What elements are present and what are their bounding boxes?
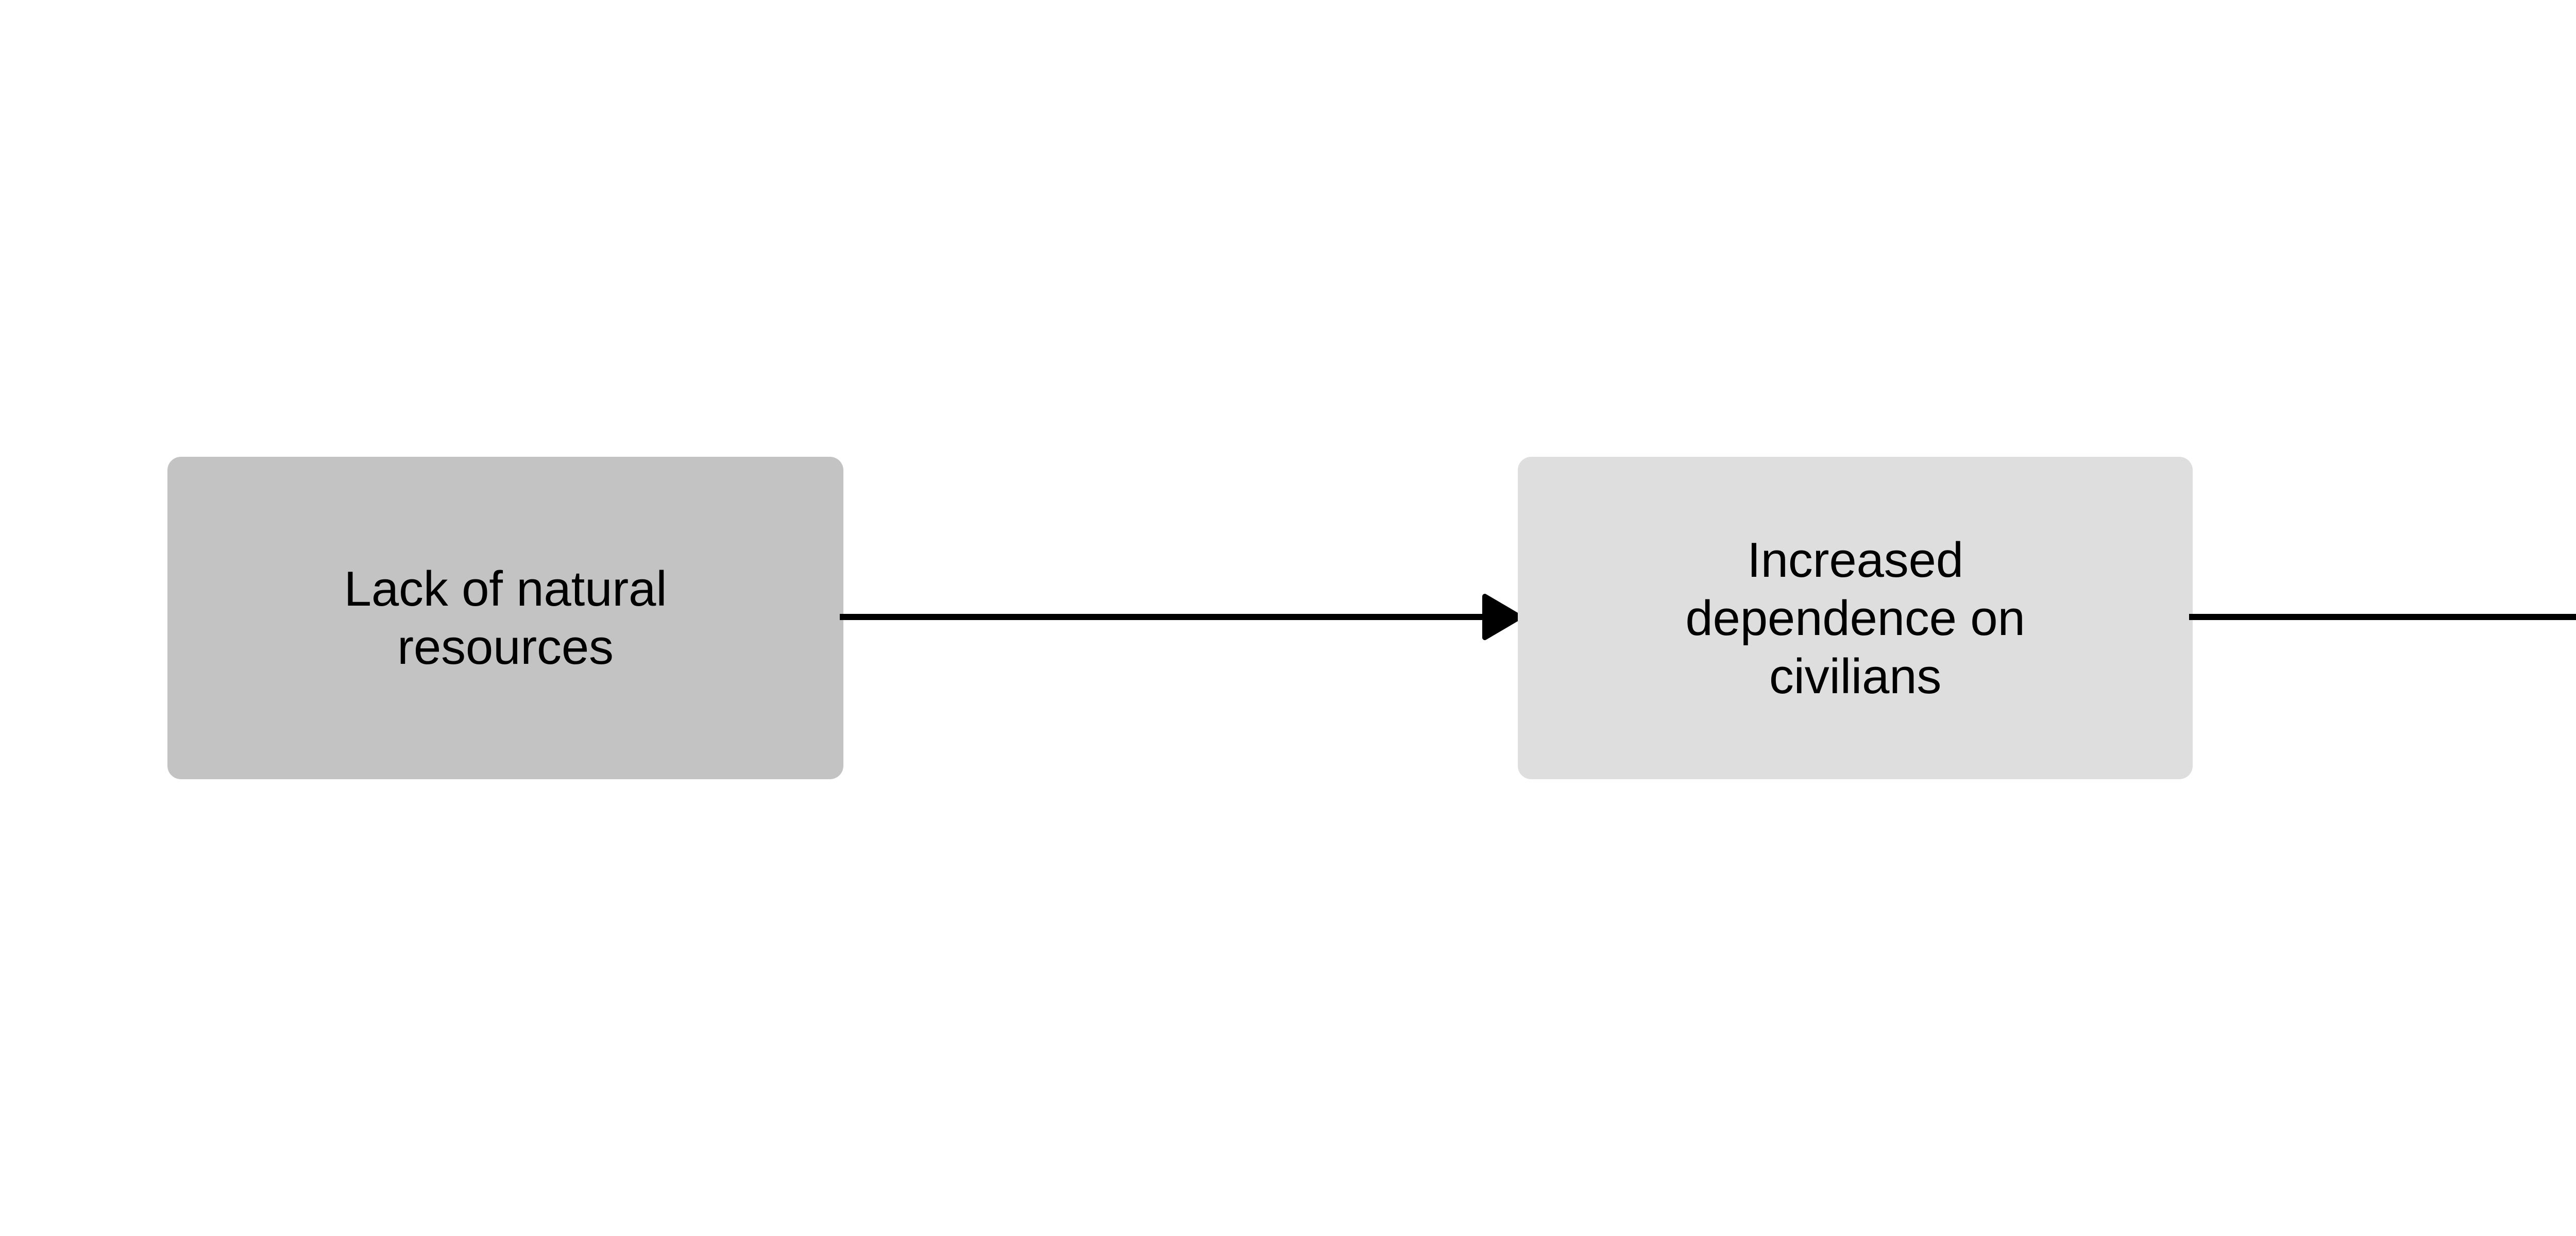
node-increased-dependence-on-civilians[interactable]: Increased dependence on civilians [1518,457,2193,779]
arrow-icon [2189,614,2576,620]
node-label: Lack of natural resources [344,561,667,675]
node-label: Increased dependence on civilians [1685,532,2025,704]
edge-resources-to-dependence [840,457,1522,779]
arrow-icon [840,594,1522,640]
node-lack-of-natural-resources[interactable]: Lack of natural resources [167,457,843,779]
flow-row: Lack of natural resources Increased depe… [0,457,2576,779]
edge-dependence-to-governance [2189,457,2576,779]
